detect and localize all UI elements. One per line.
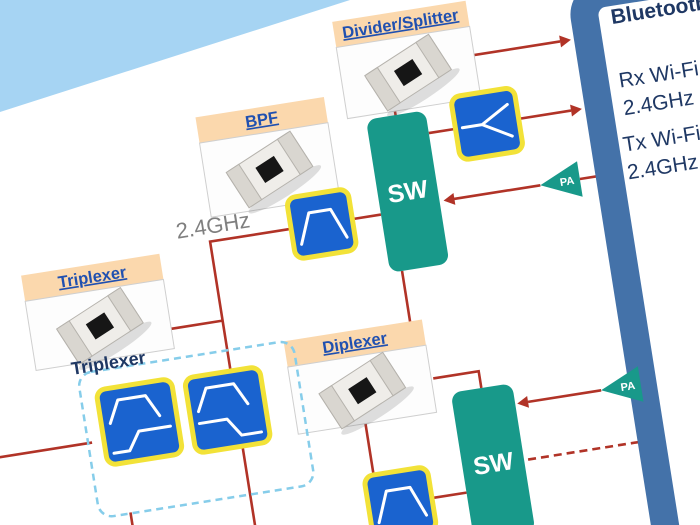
card-label-bar — [283, 319, 426, 368]
icon-box — [94, 377, 185, 467]
bandpass-highpass-filter-icon — [94, 377, 185, 467]
bandpass-curve — [377, 485, 429, 525]
amplifier-triangle-icon — [601, 366, 644, 402]
card-label-bar — [195, 97, 328, 144]
icon-box — [362, 465, 439, 525]
right-panel: Bluetooth Rx Wi-Fi 2.4GHz Tx Wi-Fi 2.4GH… — [570, 0, 700, 525]
connection-lines — [0, 35, 642, 525]
connection-line — [352, 213, 382, 221]
switch-box — [367, 111, 449, 272]
splitter-icon — [449, 86, 525, 162]
connection-line — [428, 127, 456, 135]
bandpass-filter-icon — [285, 187, 359, 261]
switch-box — [452, 384, 534, 525]
connection-line — [518, 109, 572, 121]
dashed-group-outline — [77, 340, 315, 518]
dashed-connection-line — [527, 440, 642, 461]
bandpass-lowpass-filter-icon — [182, 365, 273, 455]
connection-line — [433, 369, 483, 389]
arrowhead-icon — [443, 192, 456, 205]
bandpass-curve — [108, 394, 162, 425]
bandpass-curve — [197, 382, 250, 414]
frequency-label: 2.4GHz — [174, 207, 252, 243]
connection-line — [208, 227, 292, 525]
triplexer-filter-group — [77, 340, 315, 518]
right-panel-border — [570, 0, 700, 525]
splitter-curve — [460, 102, 514, 138]
switch-label: SW — [471, 447, 516, 481]
connection-line — [364, 423, 376, 478]
arrowhead-icon — [517, 395, 530, 408]
connection-line — [527, 389, 602, 404]
connection-line — [0, 441, 93, 461]
connection-line — [431, 491, 467, 500]
card-label-bar — [21, 253, 164, 302]
lowpass-curve — [197, 417, 263, 437]
amplifier-label: PA — [559, 175, 575, 189]
amplifier-triangle-icon — [540, 161, 583, 197]
highpass-curve — [112, 424, 172, 455]
arrowhead-icon — [570, 104, 582, 117]
component-card-diplexer: Diplexer — [283, 319, 438, 441]
amplifier-pa1: PA — [540, 161, 583, 197]
bandpass-curve — [300, 207, 349, 246]
bpf-label-link[interactable]: BPF — [244, 109, 279, 132]
switch-sw1: SW — [367, 111, 449, 272]
card-label-bar — [332, 0, 470, 48]
bandpass-filter-icon-bottom — [362, 465, 439, 525]
connection-line — [129, 512, 152, 525]
switch-label: SW — [386, 175, 431, 209]
component-card-triplexer: Triplexer — [21, 253, 175, 376]
icon-box — [182, 365, 273, 455]
icon-box — [449, 86, 525, 162]
amplifier-pa2: PA — [601, 366, 644, 402]
connection-line — [452, 183, 541, 201]
arrowhead-icon — [559, 35, 571, 48]
connection-line — [171, 319, 223, 331]
sky-band — [0, 0, 350, 112]
icon-box — [285, 187, 359, 261]
amplifier-label: PA — [620, 380, 636, 394]
switch-sw2: SW — [452, 384, 534, 525]
